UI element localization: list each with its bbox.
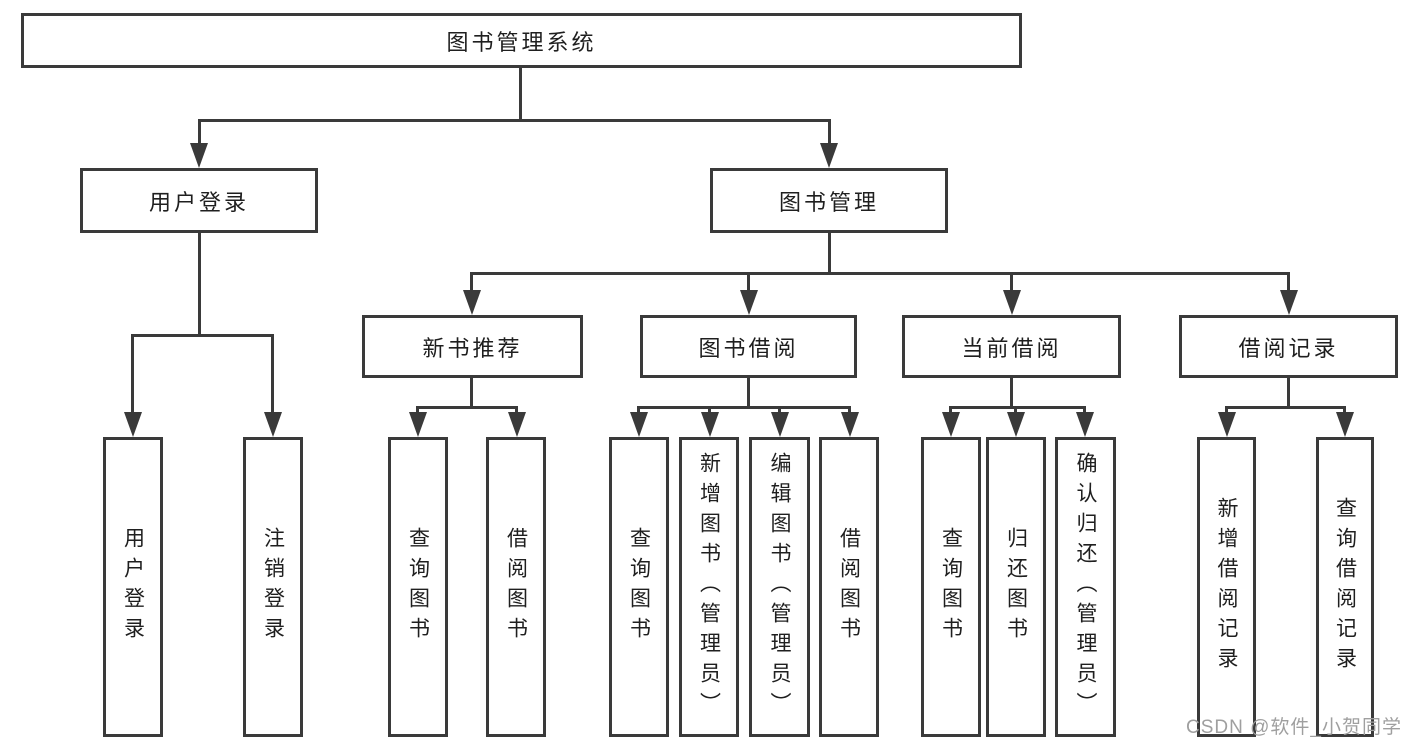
connector-stem — [1010, 272, 1013, 292]
node-label: 新增图书（管理员） — [697, 452, 721, 722]
node-leaf-query-book-borrow: 查询图书 — [609, 437, 669, 737]
connector-bar — [637, 406, 850, 409]
connector-stem — [828, 119, 831, 145]
node-label: 查询图书 — [406, 527, 430, 647]
connector-stem — [416, 406, 419, 414]
node-leaf-query-borrow-record: 查询借阅记录 — [1316, 437, 1374, 737]
connector-stem — [637, 406, 640, 414]
connector-stem — [1225, 406, 1228, 414]
node-leaf-add-borrow-record: 新增借阅记录 — [1197, 437, 1256, 737]
connector-stem — [1083, 406, 1086, 414]
arrowhead-icon — [190, 143, 208, 168]
node-label: 归还图书 — [1004, 527, 1028, 647]
arrowhead-icon — [124, 412, 142, 437]
node-label: 借阅图书 — [504, 527, 528, 647]
connector-stem — [1010, 378, 1013, 409]
node-root-library-system: 图书管理系统 — [21, 13, 1022, 68]
connector-stem — [515, 406, 518, 414]
arrowhead-icon — [942, 412, 960, 437]
arrowhead-icon — [701, 412, 719, 437]
node-label: 图书管理系统 — [446, 29, 597, 55]
connector-bar — [416, 406, 518, 409]
connector-root-stem — [519, 68, 522, 121]
node-leaf-query-book-current: 查询图书 — [921, 437, 981, 737]
connector-stem — [747, 378, 750, 409]
node-leaf-edit-book-admin: 编辑图书（管理员） — [749, 437, 810, 737]
arrowhead-icon — [409, 412, 427, 437]
node-label: 新书推荐 — [422, 335, 523, 361]
arrowhead-icon — [841, 412, 859, 437]
arrowhead-icon — [1003, 290, 1021, 315]
connector-stem — [131, 334, 134, 414]
arrowhead-icon — [1076, 412, 1094, 437]
connector-stem — [848, 406, 851, 414]
connector-stem — [198, 233, 201, 337]
node-leaf-query-book-recommend: 查询图书 — [388, 437, 448, 737]
arrowhead-icon — [1280, 290, 1298, 315]
node-leaf-user-login: 用户登录 — [103, 437, 163, 737]
node-label: 注销登录 — [261, 527, 285, 647]
node-leaf-return-book: 归还图书 — [986, 437, 1046, 737]
node-label: 图书管理 — [778, 189, 879, 215]
connector-stem — [470, 378, 473, 409]
connector-stem — [1287, 378, 1290, 409]
arrowhead-icon — [1336, 412, 1354, 437]
connector-stem — [949, 406, 952, 414]
node-leaf-borrow-book: 借阅图书 — [819, 437, 879, 737]
arrowhead-icon — [820, 143, 838, 168]
node-current-borrow: 当前借阅 — [902, 315, 1121, 378]
node-leaf-borrow-book-recommend: 借阅图书 — [486, 437, 546, 737]
node-label: 确认归还（管理员） — [1074, 452, 1098, 722]
arrowhead-icon — [630, 412, 648, 437]
connector-stem — [828, 233, 831, 275]
node-book-management-module: 图书管理 — [710, 168, 948, 233]
csdn-watermark: CSDN @软件_小贺同学 — [1186, 717, 1402, 738]
connector-bar — [949, 406, 1086, 409]
node-leaf-logout: 注销登录 — [243, 437, 303, 737]
node-label: 查询图书 — [939, 527, 963, 647]
arrowhead-icon — [264, 412, 282, 437]
node-book-borrow: 图书借阅 — [640, 315, 857, 378]
node-label: 查询借阅记录 — [1333, 497, 1357, 677]
connector-stem — [778, 406, 781, 414]
node-label: 查询图书 — [627, 527, 651, 647]
connector-stem — [708, 406, 711, 414]
connector-stem — [198, 119, 201, 145]
connector-stem — [1343, 406, 1346, 414]
arrowhead-icon — [771, 412, 789, 437]
connector-bar — [1225, 406, 1345, 409]
arrowhead-icon — [1218, 412, 1236, 437]
node-user-login-module: 用户登录 — [80, 168, 318, 233]
node-leaf-add-book-admin: 新增图书（管理员） — [679, 437, 739, 737]
node-new-book-recommend: 新书推荐 — [362, 315, 583, 378]
arrowhead-icon — [740, 290, 758, 315]
node-label: 借阅记录 — [1238, 335, 1339, 361]
arrowhead-icon — [1007, 412, 1025, 437]
node-label: 编辑图书（管理员） — [768, 452, 792, 722]
connector-root-bar — [198, 119, 831, 122]
connector-bar — [470, 272, 1290, 275]
connector-stem — [747, 272, 750, 292]
connector-stem — [271, 334, 274, 414]
node-label: 借阅图书 — [837, 527, 861, 647]
node-label: 图书借阅 — [698, 335, 799, 361]
connector-stem — [470, 272, 473, 292]
node-label: 用户登录 — [121, 527, 145, 647]
connector-bar — [131, 334, 274, 337]
node-label: 新增借阅记录 — [1215, 497, 1239, 677]
arrowhead-icon — [463, 290, 481, 315]
node-borrow-records: 借阅记录 — [1179, 315, 1398, 378]
connector-stem — [1287, 272, 1290, 292]
node-label: 用户登录 — [148, 189, 249, 215]
node-label: 当前借阅 — [961, 335, 1062, 361]
connector-stem — [1014, 406, 1017, 414]
arrowhead-icon — [508, 412, 526, 437]
node-leaf-confirm-return-admin: 确认归还（管理员） — [1055, 437, 1116, 737]
